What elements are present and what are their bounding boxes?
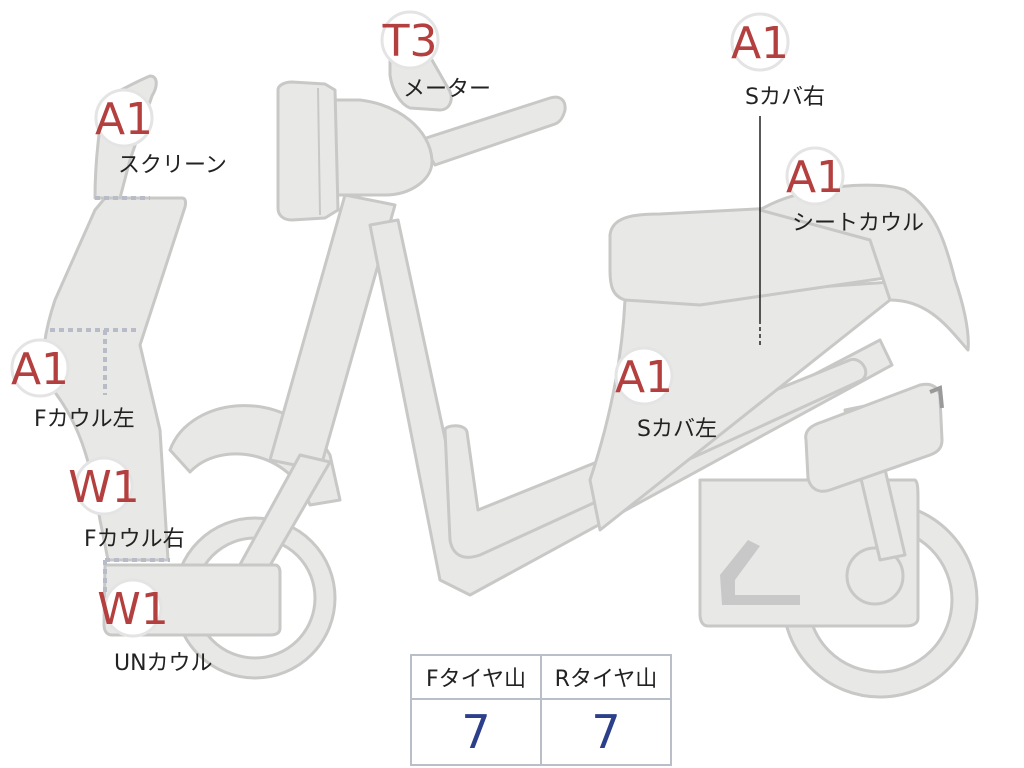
handlebar (418, 95, 567, 167)
side-cover-right-grade-badge: A1 (730, 12, 790, 72)
front-cowl-left-grade-badge: A1 (10, 338, 70, 398)
under-cowl-label: UNカウル (114, 651, 213, 676)
screen-grade: A1 (95, 94, 153, 145)
rear-tire-header: Rタイヤ山 (540, 654, 672, 700)
side-cover-left-panel (588, 263, 932, 532)
side-cover-right-grade: A1 (731, 18, 789, 69)
muffler (804, 382, 944, 493)
seat-cowl-grade: A1 (786, 152, 844, 203)
meter-grade: T3 (382, 16, 438, 67)
tire-table-value-row: 7 7 (410, 698, 672, 766)
under-cowl-grade-badge: W1 (97, 578, 169, 638)
meter-label: メーター (403, 77, 491, 102)
headlight-housing (333, 98, 434, 197)
headlight (276, 80, 340, 222)
meter-grade-badge: T3 (380, 10, 440, 70)
front-tire-header: Fタイヤ山 (410, 654, 542, 700)
front-cowl-right-grade-badge: W1 (68, 456, 140, 516)
side-cover-left-grade-badge: A1 (614, 346, 674, 406)
front-cowl-left-label: Fカウル左 (34, 407, 135, 432)
seat-cowl-panel (758, 183, 970, 352)
side-cover-right-label: Sカバ右 (745, 85, 825, 110)
front-tire-value: 7 (410, 698, 542, 766)
side-cover-left-label: Sカバ左 (637, 417, 717, 442)
front-cowl-left-grade: A1 (11, 344, 69, 395)
front-cowl-right-label: Fカウル右 (84, 527, 185, 552)
screen-label: スクリーン (118, 153, 227, 178)
rear-tire-value: 7 (540, 698, 672, 766)
screen-grade-badge: A1 (94, 88, 154, 148)
seat-cowl-grade-badge: A1 (785, 146, 845, 206)
tire-tread-table: Fタイヤ山 Rタイヤ山 7 7 (410, 654, 672, 766)
under-cowl-grade: W1 (97, 584, 169, 635)
seat-cowl-label: シートカウル (792, 211, 924, 236)
tire-table-header-row: Fタイヤ山 Rタイヤ山 (410, 654, 672, 700)
front-cowl-right-grade: W1 (68, 462, 140, 513)
side-cover-left-grade: A1 (615, 352, 673, 403)
